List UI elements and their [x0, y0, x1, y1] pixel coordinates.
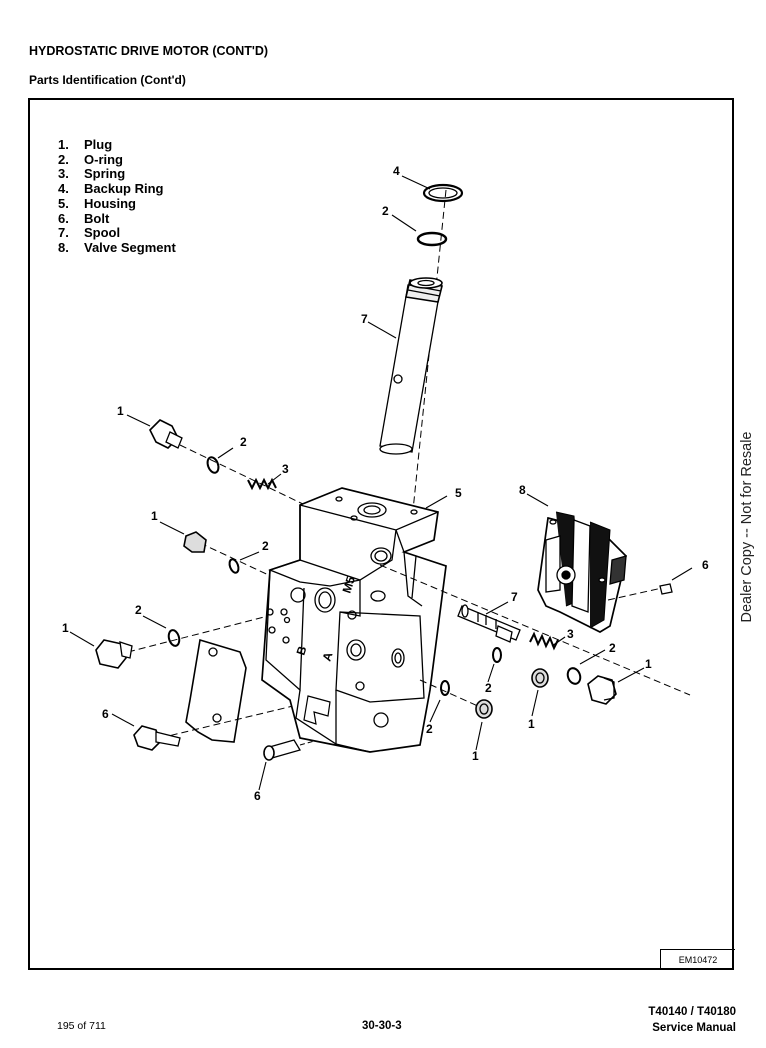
callout-plug: 1	[645, 657, 652, 671]
plug-part	[531, 668, 549, 688]
callout-oring: 2	[426, 722, 433, 736]
plug-part	[95, 639, 133, 669]
bolt-part	[263, 739, 319, 761]
oring-part	[440, 680, 450, 696]
legend-item: 3.Spring	[58, 166, 126, 182]
oring-part	[566, 667, 582, 685]
callout-plug: 1	[62, 621, 69, 635]
backup-ring-part	[422, 183, 464, 203]
oring-part	[492, 647, 502, 663]
plug-part	[149, 419, 183, 449]
callout-bolt: 6	[702, 558, 709, 572]
cover-plate-part	[185, 638, 247, 743]
oring-part	[167, 629, 181, 647]
callout-bolt: 6	[102, 707, 109, 721]
bolt-part	[659, 583, 673, 595]
bolt-part	[133, 725, 181, 751]
callout-spool: 7	[361, 312, 368, 326]
callout-plug: 1	[528, 717, 535, 731]
callout-oring: 2	[382, 204, 389, 218]
legend-item: 1.Plug	[58, 137, 113, 152]
callout-spring: 3	[282, 462, 289, 476]
callout-spring: 3	[567, 627, 574, 641]
valve-segment-part	[537, 511, 627, 633]
legend-item: 4.Backup Ring	[58, 181, 164, 197]
callout-plug: 1	[472, 749, 479, 763]
oring-part	[416, 231, 448, 247]
housing-marking-m5: M5	[340, 574, 359, 594]
legend-item: 6.Bolt	[58, 210, 110, 226]
oring-part	[228, 558, 240, 574]
manual-name: Service Manual	[652, 1022, 736, 1034]
spool-part	[379, 277, 443, 455]
callout-oring: 2	[262, 539, 269, 553]
page-title: HYDROSTATIC DRIVE MOTOR (CONT'D)	[29, 44, 269, 58]
callout-oring: 2	[240, 435, 247, 449]
leader-lines	[69, 175, 693, 791]
callout-housing: 5	[455, 486, 462, 500]
legend-item: 7.Spool	[58, 225, 121, 241]
figure-code: EM10472	[660, 949, 735, 970]
legend-item: 2.O-ring	[58, 151, 123, 167]
callout-oring: 2	[135, 603, 142, 617]
footer-model-block: T40140 / T40180 Service Manual	[648, 1004, 736, 1036]
callout-plug: 1	[117, 404, 124, 418]
legend-item: 8.Valve Segment	[58, 239, 176, 255]
model-number: T40140 / T40180	[648, 1006, 736, 1018]
legend-item: 5.Housing	[58, 195, 136, 211]
page-count: 195 of 711	[57, 1020, 106, 1032]
parts-legend: 1.Plug 2.O-ring 3.Spring 4.Backup Ring 5…	[58, 137, 176, 256]
callout-valve-segment: 8	[519, 483, 526, 497]
plug-part	[183, 531, 207, 553]
callout-oring: 2	[485, 681, 492, 695]
page-number: 30-30-3	[362, 1020, 402, 1032]
plug-part	[587, 675, 617, 705]
figure-frame	[28, 98, 734, 970]
callout-plug: 1	[151, 509, 158, 523]
callout-oring: 2	[609, 641, 616, 655]
oring-part	[206, 456, 220, 474]
housing-part	[261, 487, 447, 753]
plug-part	[475, 699, 493, 719]
watermark: Dealer Copy -- Not for Resale	[739, 431, 755, 623]
spool-part	[457, 604, 521, 643]
callout-bolt: 6	[254, 789, 261, 803]
callout-backup-ring: 4	[393, 164, 400, 178]
callout-spool: 7	[511, 590, 518, 604]
spring-part	[529, 631, 559, 651]
section-subtitle: Parts Identification (Cont'd)	[29, 73, 186, 87]
